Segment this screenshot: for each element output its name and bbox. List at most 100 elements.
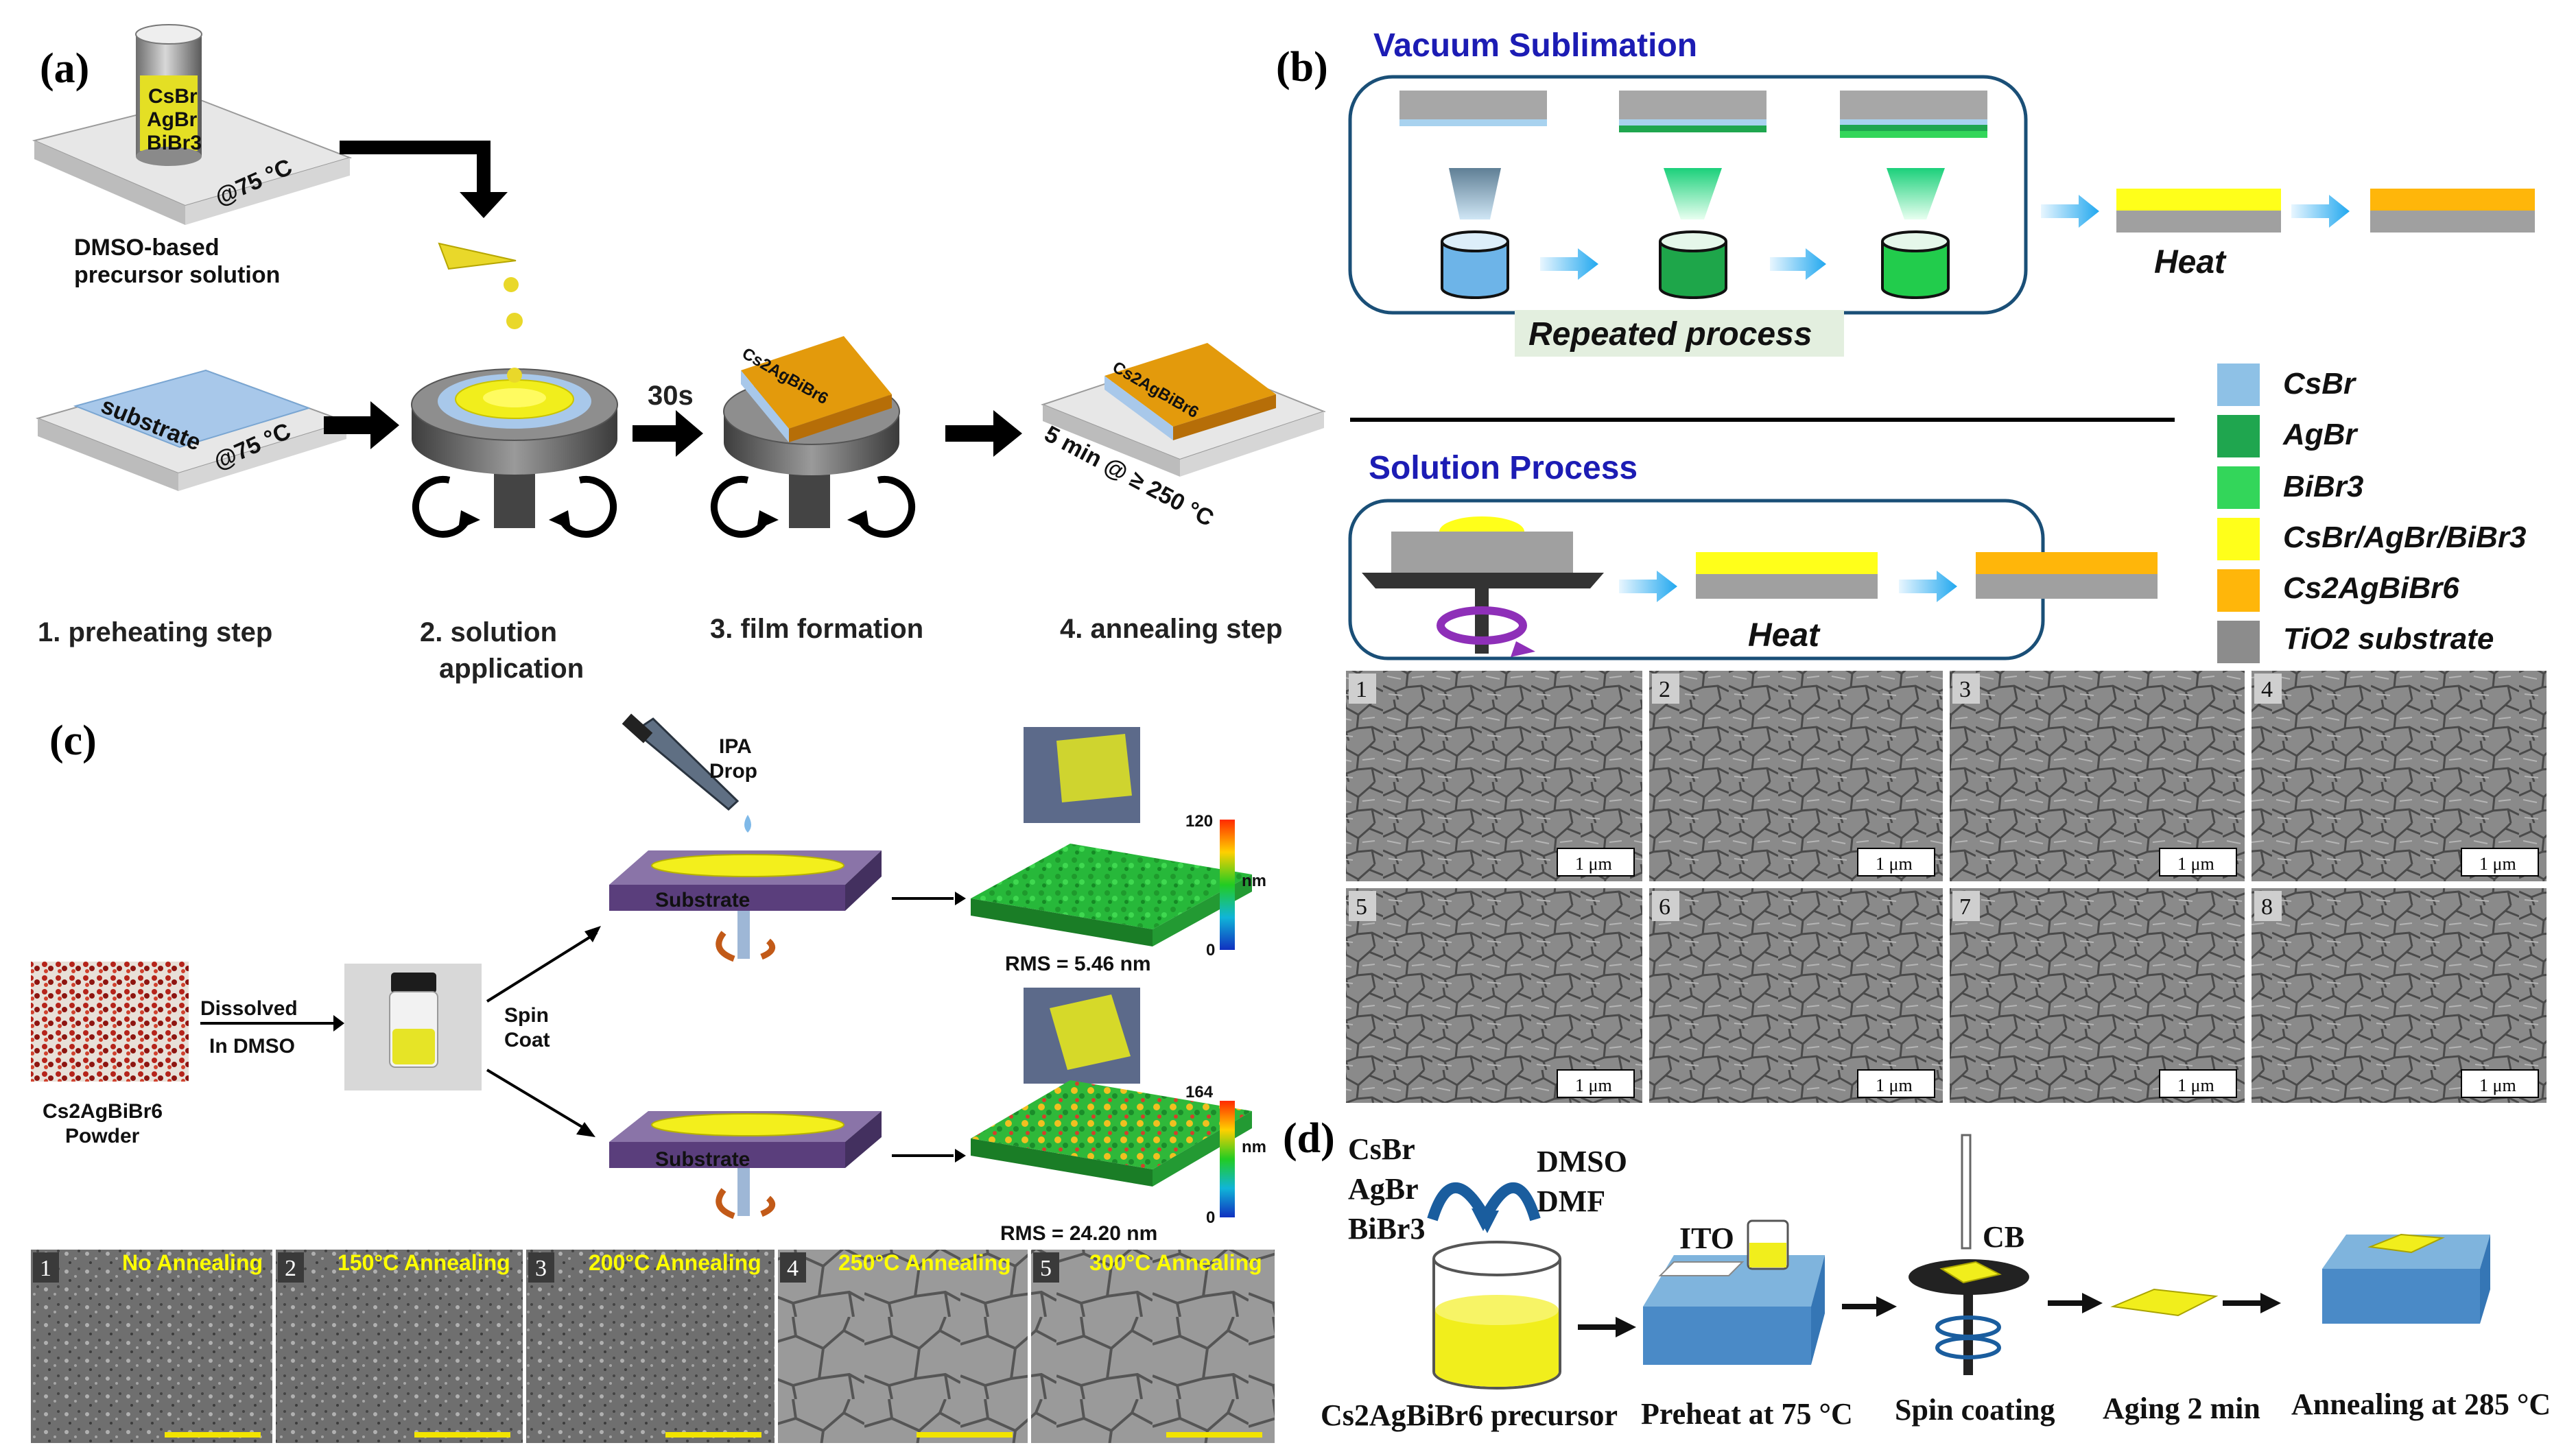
scale-bar-c1 [165,1432,261,1438]
sem-strip-c: 1 2 3 4 5 No Annealing 150°C Annealing 2… [31,1250,1275,1443]
panel-c: (c) IPA Drop Substrate [31,713,1275,1443]
vacuum-stack-3 [1840,91,1987,138]
annealing-plate-d [2322,1233,2490,1324]
arrow-b4-icon [2291,195,2350,228]
sem-b-number-1: 1 [1356,677,1367,702]
arrow-b3-icon [2041,195,2099,228]
legend-agbr: AgBr [2282,418,2359,451]
beaker-agbr-icon [1659,230,1727,299]
substrate-top-label: Substrate [655,889,750,911]
scale-b8: 1 μm [2479,1075,2516,1095]
substrate-top [609,850,882,962]
colorbar-top [1220,820,1235,950]
annealing-label-3: 200°C Annealing [589,1250,761,1275]
elbow-arrow-icon [340,141,491,193]
legend-bibr3: BiBr3 [2283,470,2363,503]
powder-line-1: Cs2AgBiBr6 [43,1100,163,1123]
arrow-b2-icon [1770,248,1826,280]
beaker-csbr-icon [1441,230,1509,299]
arrow-b1-icon [1540,248,1598,280]
ipa-line-2: Drop [709,760,757,783]
sem-image-b3 [1950,671,2245,881]
afm-image-top [971,844,1252,929]
legend-swatch-agbr [2217,415,2260,457]
heat-label-2: Heat [1748,617,1821,654]
scale-bar-c4 [917,1432,1013,1438]
colorbar-top-max: 120 [1185,812,1213,831]
annealing-label-4: 250°C Annealing [838,1250,1011,1275]
sem-c-number-4: 4 [787,1256,799,1281]
curved-arrow-2-icon [1482,1182,1541,1221]
rms-top: RMS = 5.46 nm [1005,953,1151,975]
colorbar-top-min: 0 [1206,941,1215,960]
legend-csbr: CsBr [2283,367,2357,401]
panel-a-label: (a) [40,45,89,92]
substrate-plate [35,369,349,491]
scale-bar-c2 [414,1432,510,1438]
arrow-c3-icon [486,1069,591,1133]
sem-image-c4 [778,1250,1028,1443]
caption-annealing: Annealing at 285 °C [2291,1387,2551,1421]
panel-d: (d) CsBr AgBr BiBr3 DMSO DMF Cs2AgBiBr6 … [1283,1115,2551,1432]
spin-stage [1362,516,1604,657]
arrow-a2-icon [633,410,703,457]
heat-label: Heat [2154,244,2227,281]
legend: CsBr AgBr BiBr3 CsBr/AgBr/BiBr3 Cs2AgBiB… [2217,364,2527,663]
scale-b3: 1 μm [2177,854,2214,874]
sem-b-number-6: 6 [1659,894,1670,920]
colorbar-bottom-unit: nm [1242,1138,1266,1156]
arrow-c2-icon [486,931,598,1003]
step-4: 4. annealing step [1060,614,1283,644]
sem-b-number-3: 3 [1959,677,1971,702]
powder-image [31,962,189,1082]
rms-bottom: RMS = 24.20 nm [1000,1222,1157,1245]
caption-aging: Aging 2 min [2103,1392,2260,1425]
sem-image-b2 [1649,671,1943,881]
heat-stack-yellow [2116,189,2281,211]
legend-swatch-bibr3 [2217,466,2260,509]
heat-stack-gold [2370,189,2535,211]
panel-d-label: (d) [1283,1115,1335,1162]
step-3: 3. film formation [710,614,923,644]
reagent-2: AgBr [1348,1172,1419,1206]
sem-image-c2 [276,1250,523,1443]
panel-b: (b) Vacuum Sublimation [1276,27,2547,1103]
sem-image-b8 [2252,888,2547,1103]
colorbar-bottom-min: 0 [1206,1208,1215,1227]
sem-grid-b: 1 2 3 4 5 6 7 8 1 μm 1 μm 1 μm 1 μm 1 μm [1346,671,2547,1103]
annealing-label-1: No Annealing [122,1250,263,1275]
dissolved-line-1: Dissolved [200,997,298,1020]
beaker-icon [1432,1241,1561,1390]
curved-arrow-1-icon [1427,1182,1488,1221]
colorbar-bottom [1220,1101,1235,1217]
arrow-b6-icon [1899,571,1957,602]
scale-bar-c5 [1166,1432,1262,1438]
sem-image-b1 [1346,671,1642,881]
solvent-1: DMSO [1537,1145,1627,1178]
step-2-line-1: 2. solution [420,617,557,647]
sem-image-b6 [1649,888,1943,1103]
repeated-process: Repeated process [1528,316,1812,353]
ito-label: ITO [1679,1221,1734,1255]
reagent-3: BiBr3 [1348,1212,1425,1246]
spin-time: 30s [648,381,694,411]
solution-title: Solution Process [1369,450,1638,486]
repeated-box [1515,310,1844,357]
spin-line-1: Spin [504,1004,549,1027]
vacuum-title: Vacuum Sublimation [1373,27,1697,64]
sem-b-number-2: 2 [1659,677,1670,702]
vacuum-stack-1 [1399,91,1547,126]
precursor-line-2: precursor solution [74,262,280,288]
scale-bar-c3 [665,1432,761,1438]
caption-spin: Spin coating [1895,1393,2055,1427]
beaker-bibr3-icon [1881,230,1950,299]
sem-c-number-5: 5 [1040,1256,1052,1281]
annealing-label-5: 300°C Annealing [1089,1250,1262,1275]
legend-perovskite: Cs2AgBiBr6 [2283,571,2459,605]
scale-b4: 1 μm [2479,854,2516,874]
sem-c-number-1: 1 [40,1256,51,1281]
caption-preheat: Preheat at 75 °C [1641,1397,1853,1431]
substrate-bottom-label: Substrate [655,1148,750,1171]
caption-precursor: Cs2AgBiBr6 precursor [1321,1398,1618,1432]
